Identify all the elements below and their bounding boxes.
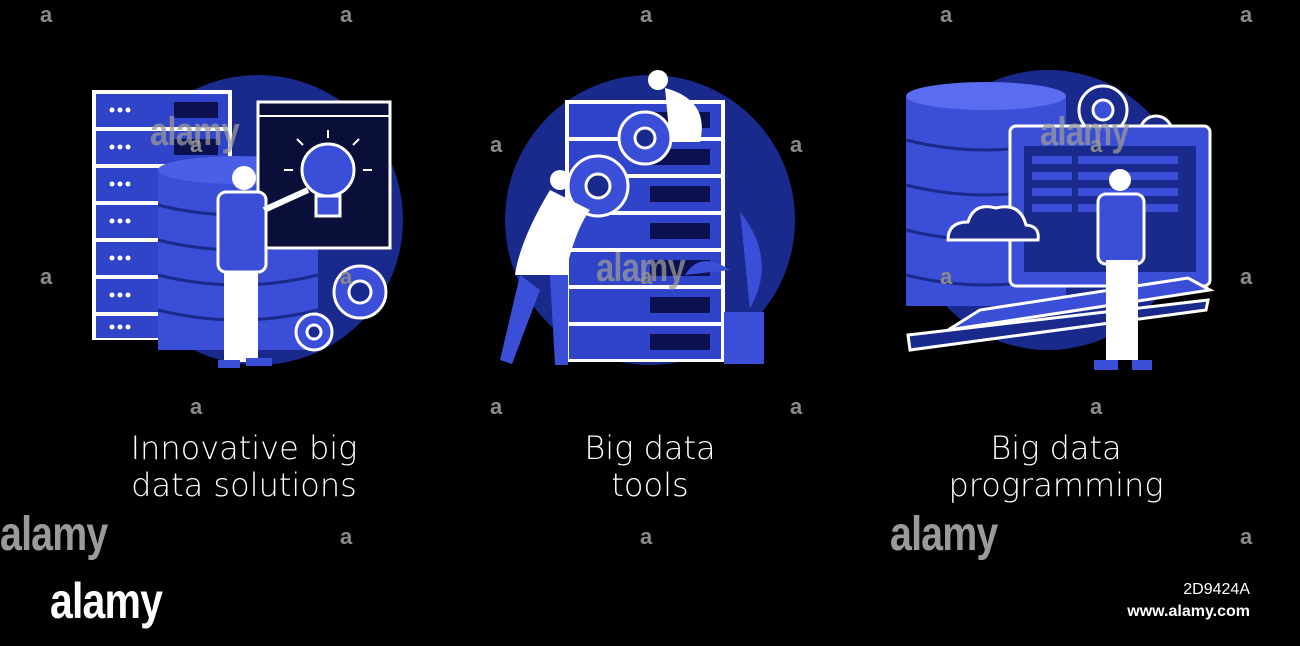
caption-line: tools <box>611 466 689 504</box>
watermark-mark: a <box>340 2 353 27</box>
caption-line: Innovative big <box>130 429 358 467</box>
watermark-mark: a <box>490 394 503 419</box>
caption-tools: Big data tools <box>480 430 820 504</box>
illustration-tools <box>480 60 820 400</box>
light-bulb-icon <box>256 100 392 250</box>
watermark-mark: a <box>940 2 953 27</box>
watermark-mark: a <box>190 394 203 419</box>
watermark-word: alamy <box>596 246 686 290</box>
watermark-mark: a <box>790 394 803 419</box>
plant-icon <box>685 209 764 364</box>
watermark-mark: a <box>1240 264 1253 289</box>
person-icon <box>216 166 310 368</box>
illustration-programming <box>888 60 1228 400</box>
watermark-mark: a <box>640 524 653 549</box>
caption-programming: Big data programming <box>886 430 1226 504</box>
watermark-word: alamy <box>1040 110 1130 154</box>
caption-line: programming <box>948 466 1164 504</box>
alamy-logo: alamy <box>50 573 163 629</box>
gear-icon <box>294 264 388 352</box>
watermark-mark: a <box>940 264 953 289</box>
caption-innovative: Innovative big data solutions <box>74 430 414 504</box>
person-icon <box>500 70 702 365</box>
watermark-mark: a <box>1090 394 1103 419</box>
watermark-word: alamy <box>0 508 108 561</box>
watermark-mark: a <box>340 524 353 549</box>
caption-line: data solutions <box>131 466 357 504</box>
watermark-word: alamy <box>150 110 240 154</box>
caption-line: Big data <box>990 429 1122 467</box>
watermark-mark: a <box>190 132 203 157</box>
watermark-mark: a <box>40 264 53 289</box>
watermark-mark: a <box>790 132 803 157</box>
watermark-mark: a <box>490 132 503 157</box>
watermark-mark: a <box>640 264 653 289</box>
stock-id: 2D9424A <box>1183 581 1250 598</box>
person-icon <box>1094 169 1152 370</box>
watermark-word: alamy <box>890 508 998 561</box>
illustration-innovative <box>78 60 418 400</box>
watermark-mark: a <box>1090 132 1103 157</box>
cloud-icon <box>946 205 1040 242</box>
server-rack-icon <box>565 100 725 362</box>
stock-url: www.alamy.com <box>1127 603 1250 620</box>
watermark-mark: a <box>340 264 353 289</box>
gear-icon <box>566 110 673 218</box>
watermark-mark: a <box>1240 2 1253 27</box>
watermark-mark: a <box>1240 524 1253 549</box>
watermark-mark: a <box>640 2 653 27</box>
caption-line: Big data <box>584 429 716 467</box>
watermark-mark: a <box>40 2 53 27</box>
